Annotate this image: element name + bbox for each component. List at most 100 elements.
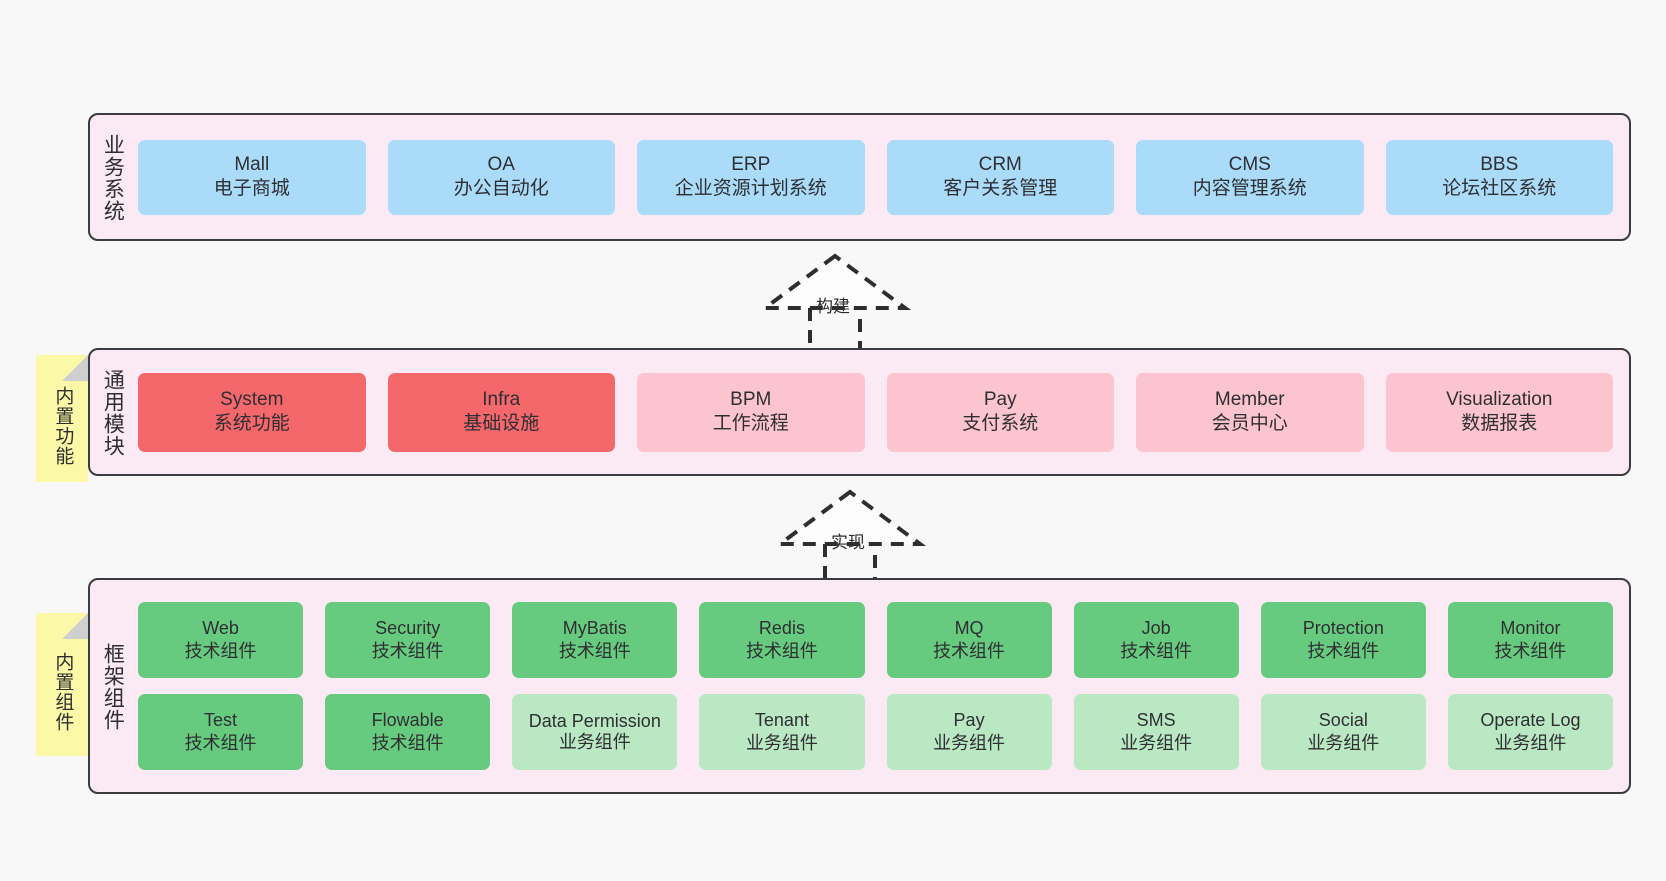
card-mybatis-en: MyBatis	[562, 617, 627, 638]
card-mq-cn: 技术组件	[933, 641, 1006, 661]
card-crm[interactable]: CRM 客户关系管理	[886, 139, 1114, 215]
card-bpm-en: BPM	[730, 388, 772, 410]
card-bbs[interactable]: BBS 论坛社区系统	[1385, 139, 1613, 215]
card-erp-en: ERP	[731, 153, 771, 175]
framework-tech-row: Web 技术组件 Security 技术组件 MyBatis 技术组件 Redi…	[138, 602, 1613, 678]
arrow-build-head	[758, 253, 912, 310]
card-mq-en: MQ	[954, 617, 984, 638]
card-member[interactable]: Member 会员中心	[1136, 372, 1364, 452]
card-security-en: Security	[375, 617, 441, 638]
card-visualization-en: Visualization	[1446, 388, 1553, 410]
card-visualization-cn: 数据报表	[1461, 413, 1538, 434]
card-oa-cn: 办公自动化	[453, 178, 549, 199]
card-system-en: System	[220, 388, 284, 410]
card-infra-en: Infra	[482, 388, 521, 410]
card-flowable[interactable]: Flowable 技术组件	[325, 694, 491, 770]
card-test-en: Test	[204, 709, 238, 730]
card-erp-cn: 企业资源计划系统	[674, 178, 827, 199]
card-crm-cn: 客户关系管理	[943, 178, 1058, 199]
module-card-row: System 系统功能 Infra 基础设施 BPM 工作流程 Pay 支付系统…	[138, 372, 1613, 452]
card-system[interactable]: System 系统功能	[138, 372, 366, 452]
arrow-build-label: 构建	[816, 297, 850, 316]
card-operate-log[interactable]: Operate Log 业务组件	[1447, 694, 1613, 770]
tier-common-modules-title: 通用模块	[101, 369, 125, 457]
card-cms-cn: 内容管理系统	[1192, 178, 1307, 199]
card-flowable-cn: 技术组件	[371, 733, 444, 753]
card-visualization[interactable]: Visualization 数据报表	[1385, 372, 1613, 452]
card-test-cn: 技术组件	[184, 733, 257, 753]
card-protection-cn: 技术组件	[1307, 641, 1380, 661]
note-builtin-components: 内置组件	[36, 613, 88, 756]
card-cms[interactable]: CMS 内容管理系统	[1136, 139, 1364, 215]
card-web-cn: 技术组件	[184, 641, 257, 661]
card-infra[interactable]: Infra 基础设施	[387, 372, 615, 452]
card-bbs-cn: 论坛社区系统	[1442, 178, 1557, 199]
card-sms-en: SMS	[1136, 709, 1176, 730]
card-pay-component[interactable]: Pay 业务组件	[886, 694, 1052, 770]
card-pay-module[interactable]: Pay 支付系统	[886, 372, 1114, 452]
framework-biz-row: Test 技术组件 Flowable 技术组件 Data Permission …	[138, 694, 1613, 770]
card-operate-log-cn: 业务组件	[1494, 733, 1567, 753]
card-test[interactable]: Test 技术组件	[138, 694, 304, 770]
card-protection[interactable]: Protection 技术组件	[1260, 602, 1426, 678]
card-tenant-cn: 业务组件	[745, 733, 818, 753]
card-mall-cn: 电子商城	[213, 178, 290, 199]
tier-framework-components-title: 框架组件	[101, 643, 125, 731]
note-builtin-functions-label: 内置功能	[52, 385, 74, 466]
card-oa-en: OA	[487, 153, 515, 175]
card-job-en: Job	[1141, 617, 1171, 638]
card-security-cn: 技术组件	[371, 641, 444, 661]
card-flowable-en: Flowable	[371, 709, 444, 730]
card-pay-component-cn: 业务组件	[933, 733, 1006, 753]
card-job-cn: 技术组件	[1120, 641, 1193, 661]
card-pay-component-en: Pay	[953, 709, 985, 730]
card-system-cn: 系统功能	[213, 413, 290, 434]
card-infra-cn: 基础设施	[463, 413, 540, 434]
tier-common-modules: 通用模块 System 系统功能 Infra 基础设施 BPM 工作流程 Pay…	[88, 348, 1631, 476]
card-mybatis-cn: 技术组件	[558, 641, 631, 661]
card-web-en: Web	[202, 617, 239, 638]
card-mybatis[interactable]: MyBatis 技术组件	[512, 602, 678, 678]
card-pay-module-en: Pay	[983, 388, 1017, 410]
card-monitor[interactable]: Monitor 技术组件	[1447, 602, 1613, 678]
arrow-implement-label: 实现	[831, 533, 865, 552]
tier-framework-components: 框架组件 Web 技术组件 Security 技术组件 MyBatis 技术组件…	[88, 578, 1631, 794]
card-web[interactable]: Web 技术组件	[138, 602, 304, 678]
card-bbs-en: BBS	[1480, 153, 1519, 175]
card-mq[interactable]: MQ 技术组件	[886, 602, 1052, 678]
tier-business-system-title: 业务系统	[101, 134, 125, 222]
card-member-en: Member	[1214, 388, 1285, 410]
business-card-row: Mall 电子商城 OA 办公自动化 ERP 企业资源计划系统 CRM 客户关系…	[138, 139, 1613, 215]
card-operate-log-en: Operate Log	[1480, 709, 1581, 730]
card-social[interactable]: Social 业务组件	[1260, 694, 1426, 770]
card-erp[interactable]: ERP 企业资源计划系统	[637, 139, 865, 215]
card-mall[interactable]: Mall 电子商城	[138, 139, 366, 215]
tier-business-system: 业务系统 Mall 电子商城 OA 办公自动化 ERP 企业资源计划系统 CRM…	[88, 113, 1631, 241]
card-protection-en: Protection	[1302, 617, 1384, 638]
card-monitor-cn: 技术组件	[1494, 641, 1567, 661]
arrow-implement-head	[773, 489, 927, 546]
card-data-permission-cn: 业务组件	[558, 732, 631, 752]
card-bpm-cn: 工作流程	[712, 413, 789, 434]
card-redis-en: Redis	[758, 617, 805, 638]
note-builtin-functions: 内置功能	[36, 355, 88, 482]
note-builtin-components-label: 内置组件	[52, 651, 74, 732]
card-sms[interactable]: SMS 业务组件	[1073, 694, 1239, 770]
tier-framework-components-body: Web 技术组件 Security 技术组件 MyBatis 技术组件 Redi…	[134, 580, 1629, 792]
card-tenant-en: Tenant	[754, 709, 809, 730]
card-job[interactable]: Job 技术组件	[1073, 602, 1239, 678]
card-sms-cn: 业务组件	[1120, 733, 1193, 753]
card-security[interactable]: Security 技术组件	[325, 602, 491, 678]
card-social-cn: 业务组件	[1307, 733, 1380, 753]
card-data-permission[interactable]: Data Permission 业务组件	[512, 694, 678, 770]
card-cms-en: CMS	[1228, 153, 1271, 175]
card-member-cn: 会员中心	[1211, 413, 1288, 434]
card-social-en: Social	[1318, 709, 1368, 730]
card-pay-module-cn: 支付系统	[962, 413, 1039, 434]
card-tenant[interactable]: Tenant 业务组件	[699, 694, 865, 770]
card-redis[interactable]: Redis 技术组件	[699, 602, 865, 678]
card-mall-en: Mall	[234, 153, 270, 175]
card-bpm[interactable]: BPM 工作流程	[637, 372, 865, 452]
card-oa[interactable]: OA 办公自动化	[387, 139, 615, 215]
